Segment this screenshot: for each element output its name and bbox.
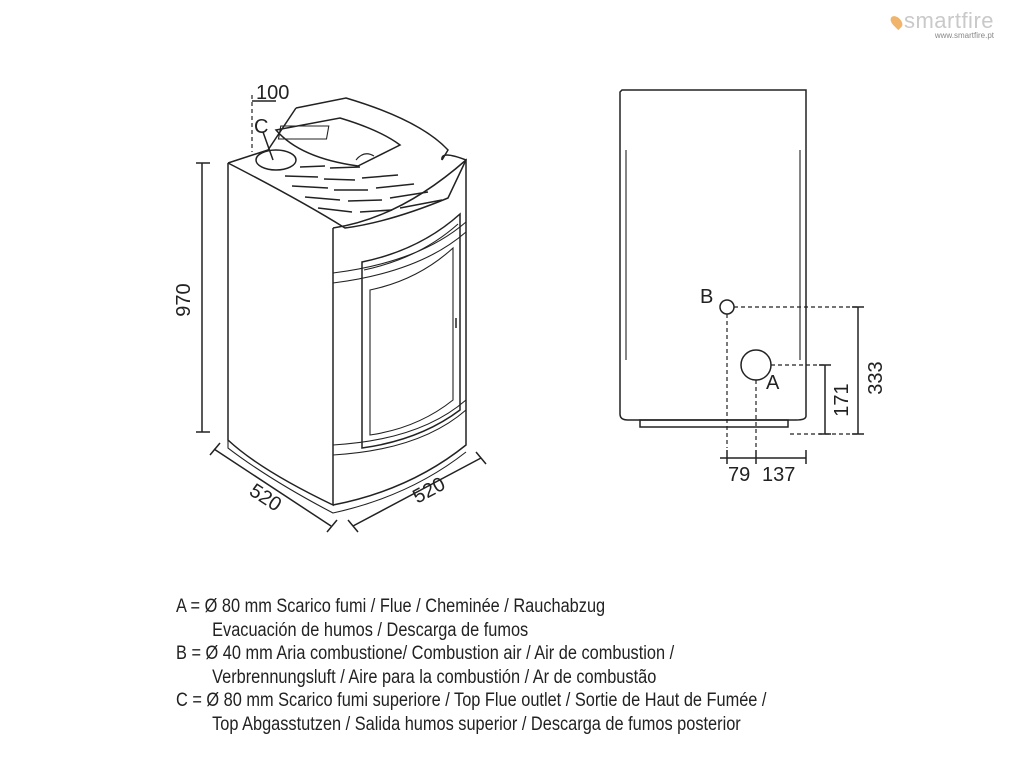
dim-137-label: 137 [762, 464, 795, 486]
stove-door [361, 212, 461, 449]
door-top-trim [363, 223, 459, 271]
door-glass [369, 246, 454, 436]
rear-base [639, 419, 789, 428]
logo-text: smartfire [903, 8, 994, 33]
stove-top-back [295, 97, 449, 161]
stove-front-body [332, 158, 467, 506]
legend-c-line1: C = Ø 80 mm Scarico fumi superiore / Top… [176, 690, 767, 711]
top-offset-label: 100 [256, 82, 289, 104]
point-b-label: B [700, 286, 713, 308]
control-display [277, 125, 330, 140]
stove-top [227, 107, 468, 229]
legend-c-line2: Top Abgasstutzen / Salida humos superior… [212, 713, 741, 735]
brand-logo: smartfire www.smartfire.pt [888, 8, 994, 40]
point-c-label: C [254, 116, 268, 138]
legend-b-line1: B = Ø 40 mm Aria combustione/ Combustion… [176, 643, 675, 664]
control-panel [274, 117, 402, 167]
stove-base [227, 440, 467, 514]
dim-333-label: 333 [865, 361, 887, 394]
top-flue-c [255, 149, 297, 171]
c-leader-line [262, 131, 274, 161]
depth-label: 520 [245, 480, 285, 517]
rear-panel [619, 89, 807, 421]
dim-79-label: 79 [728, 464, 750, 486]
legend-a-line1: A = Ø 80 mm Scarico fumi / Flue / Chemin… [176, 596, 606, 617]
depth-dimension-line [213, 448, 332, 527]
dim-171-label: 171 [831, 383, 853, 416]
legend-a-line2: Evacuación de humos / Descarga de fumos [212, 619, 529, 641]
panel-latch [355, 153, 375, 161]
stove-left-side [227, 163, 334, 507]
technical-drawing: 970 520 520 100 C B A [173, 82, 887, 533]
point-a-label: A [766, 372, 780, 394]
legend-b-line2: Verbrennungsluft / Aire para la combusti… [212, 666, 657, 688]
rear-view: B A 333 171 79 137 [619, 89, 887, 486]
top-vent-slots [284, 165, 443, 213]
front-band-top [332, 221, 467, 284]
height-label: 970 [173, 283, 195, 316]
width-dimension-line [352, 457, 482, 527]
front-view: 970 520 520 100 C [173, 82, 487, 533]
front-band-bottom [332, 399, 467, 456]
connections-legend: A = Ø 80 mm Scarico fumi / Flue / Chemin… [176, 595, 766, 736]
logo-url: www.smartfire.pt [934, 31, 994, 40]
logo-wordmark: smartfire [888, 8, 994, 34]
air-inlet-b [719, 299, 735, 315]
